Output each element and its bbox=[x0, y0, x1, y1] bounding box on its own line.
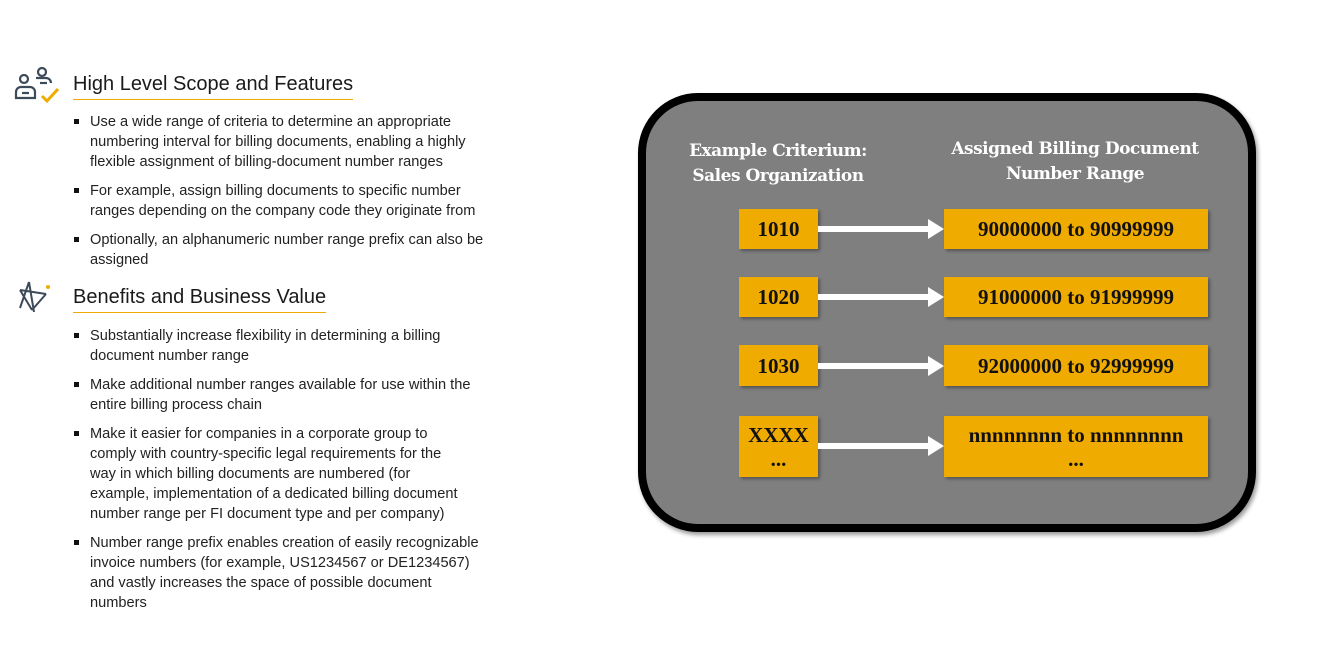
sales-org-ellipsis: ... bbox=[770, 446, 787, 471]
section-title-benefits: Benefits and Business Value bbox=[73, 285, 327, 313]
right-header-line: Number Range bbox=[1005, 164, 1145, 184]
star-network-icon bbox=[19, 281, 50, 313]
arrow-icon bbox=[818, 219, 944, 239]
sales-org-cell: 1020 bbox=[739, 277, 818, 317]
sales-org-value: XXXX bbox=[748, 422, 809, 447]
section-title-scope: High Level Scope and Features bbox=[73, 72, 354, 100]
sales-org-cell: XXXX... bbox=[739, 416, 818, 477]
list-item: Optionally, an alphanumeric number range… bbox=[74, 230, 504, 270]
arrow-icon bbox=[818, 356, 944, 376]
user-check-icon bbox=[14, 66, 60, 104]
range-cell: 92000000 to 92999999 bbox=[944, 345, 1208, 386]
range-ellipsis: ... bbox=[1068, 446, 1084, 471]
right-header-line: Assigned Billing Document bbox=[951, 139, 1199, 159]
list-item: Substantially increase flexibility in de… bbox=[74, 326, 504, 366]
range-cell: 90000000 to 90999999 bbox=[944, 209, 1208, 249]
list-item: For example, assign billing documents to… bbox=[74, 181, 504, 221]
range-cell: 91000000 to 91999999 bbox=[944, 277, 1208, 317]
list-item: Number range prefix enables creation of … bbox=[74, 533, 480, 613]
range-cell: nnnnnnnn to nnnnnnnn... bbox=[944, 416, 1208, 477]
arrow-icon bbox=[818, 287, 944, 307]
list-item: Make it easier for companies in a corpor… bbox=[74, 424, 470, 524]
list-item: Use a wide range of criteria to determin… bbox=[74, 112, 504, 172]
arrow-icon bbox=[818, 436, 944, 456]
sales-org-cell: 1030 bbox=[739, 345, 818, 386]
scope-bullet-list: Use a wide range of criteria to determin… bbox=[74, 112, 504, 279]
left-header-line: Sales Organization bbox=[692, 166, 864, 186]
sales-org-cell: 1010 bbox=[739, 209, 818, 249]
range-value: nnnnnnnn to nnnnnnnn bbox=[968, 422, 1184, 447]
left-header: Example Criterium: Sales Organization bbox=[668, 139, 888, 189]
list-item: Make additional number ranges available … bbox=[74, 375, 504, 415]
left-header-line: Example Criterium: bbox=[689, 141, 867, 161]
benefits-bullet-list: Substantially increase flexibility in de… bbox=[74, 326, 504, 622]
